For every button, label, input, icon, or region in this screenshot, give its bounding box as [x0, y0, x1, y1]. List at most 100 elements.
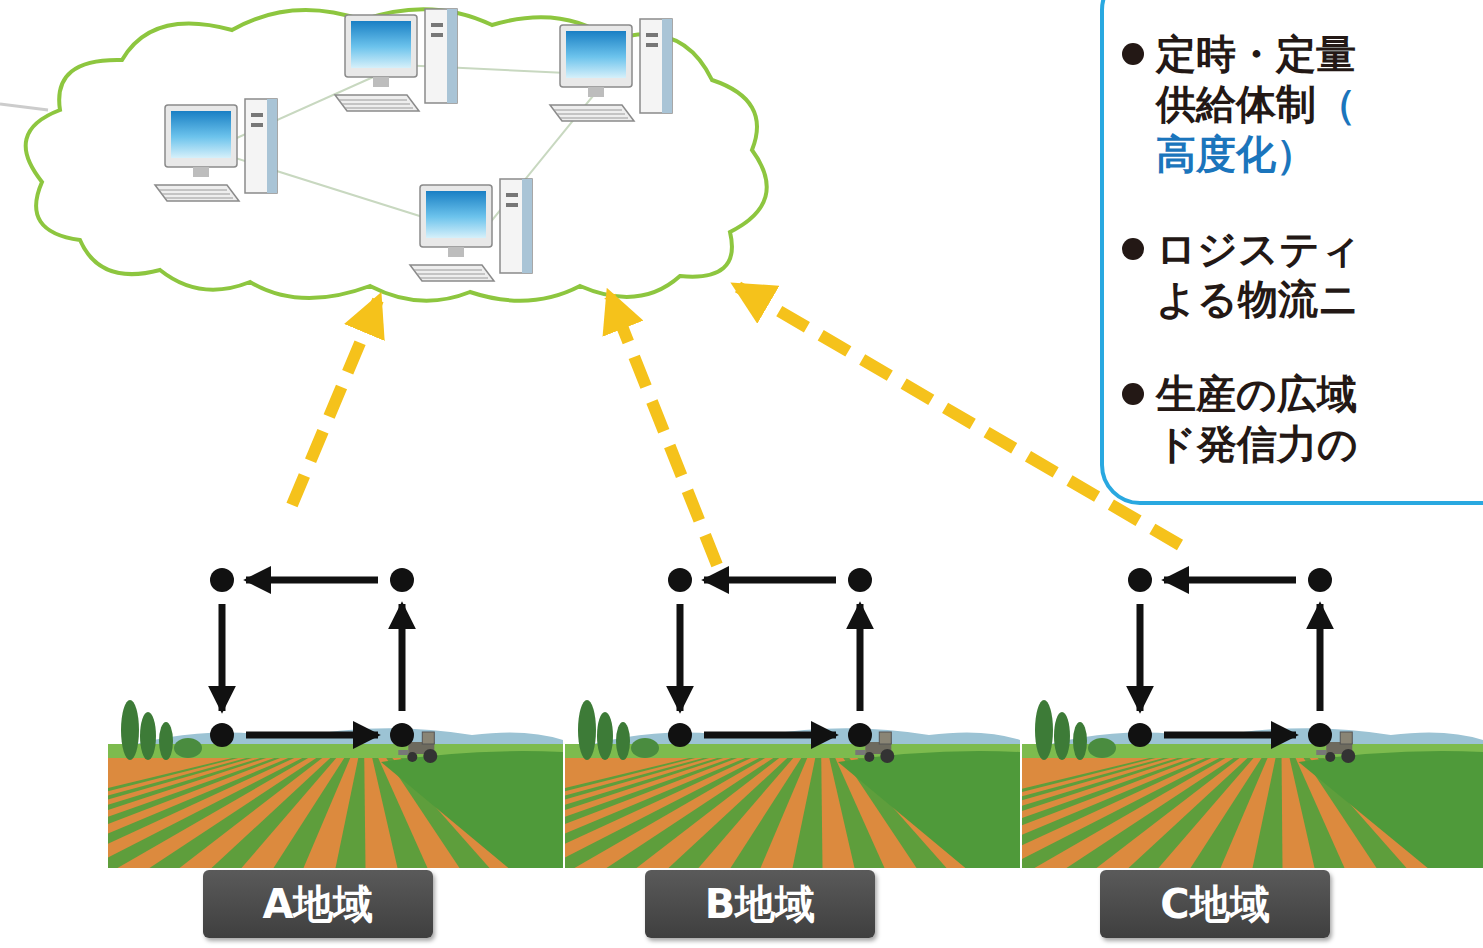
bullet-dot [1122, 238, 1144, 260]
keyboard-keys [345, 108, 413, 109]
monitor [560, 25, 632, 87]
cloud-outline [26, 9, 767, 301]
cycle-arrow [399, 604, 406, 711]
bullet-item: 生産の広域 ド発信力の [1156, 369, 1380, 469]
computer-icon [335, 9, 457, 111]
monitor-screen [351, 21, 411, 68]
tower-drive [431, 23, 443, 27]
farm-landscape [565, 700, 1020, 868]
region-name: A地域 [263, 877, 374, 932]
monitor-screen [426, 191, 486, 238]
green-slope [381, 751, 563, 868]
monitor [345, 15, 417, 77]
cycle-arrow [704, 732, 836, 739]
tractor-wheel [1341, 749, 1355, 763]
cypress-tree [1035, 700, 1053, 760]
green-slope [1299, 751, 1483, 868]
keyboard-keys [554, 110, 622, 111]
computer-tower [640, 19, 672, 113]
keyboard [155, 185, 239, 201]
tractor-wheel [880, 749, 894, 763]
monitor-stand [588, 87, 604, 97]
crop-row [336, 758, 366, 868]
tower-drive [431, 33, 443, 37]
callout-box: 定時・定量 供給体制（ 高度化） ロジスティ よる物流ニ生産の広域 ド発信力の [1100, 0, 1483, 505]
cypress-tree [578, 700, 596, 760]
cycle-dot [1128, 568, 1152, 592]
cycle-dot [848, 568, 872, 592]
region-label: C地域 [1100, 870, 1330, 938]
cycle-dot [668, 568, 692, 592]
computer-icon [550, 19, 672, 121]
keyboard-keys [342, 104, 410, 105]
cypress-tree [1073, 722, 1087, 760]
tower-drive [506, 203, 518, 207]
cypress-tree [121, 700, 139, 760]
cycle-arrow [246, 577, 378, 584]
bullet-dot [1122, 43, 1144, 65]
tractor-cab [879, 732, 891, 744]
cypress-tree [1054, 712, 1070, 760]
keyboard-keys [557, 114, 625, 115]
bullet-item: 定時・定量 供給体制（ 高度化） [1156, 29, 1380, 179]
monitor-stand [193, 167, 209, 177]
tower-drive [506, 193, 518, 197]
cycle [1128, 568, 1332, 747]
monitor [165, 105, 237, 167]
keyboard-keys [414, 270, 482, 271]
cycle [668, 568, 872, 747]
tower-side [267, 99, 277, 193]
cycle-arrow [677, 604, 684, 711]
tractor-cab [422, 732, 434, 744]
cypress-tree [159, 722, 173, 760]
computer-icon [410, 179, 532, 281]
cycle [210, 568, 414, 747]
computer-icon [155, 99, 277, 201]
cypress-tree [597, 712, 613, 760]
keyboard-keys [420, 278, 488, 279]
cycle-dot [668, 723, 692, 747]
keyboard-keys [159, 190, 227, 191]
computer-tower [500, 179, 532, 273]
tractor-tool [398, 750, 408, 755]
cycle-arrow [1137, 604, 1144, 711]
data-arrow [610, 296, 717, 565]
monitor-screen [171, 111, 231, 158]
region-label: A地域 [203, 870, 433, 938]
bush [631, 738, 659, 758]
cycle-arrow [1317, 604, 1324, 711]
crop-row [793, 758, 823, 868]
keyboard [410, 265, 494, 281]
cycle-dot [848, 723, 872, 747]
cypress-tree [140, 712, 156, 760]
keyboard [550, 105, 634, 121]
computer-tower [245, 99, 277, 193]
keyboard-keys [560, 118, 628, 119]
tractor-wheel [407, 752, 417, 762]
tower-drive [646, 33, 658, 37]
computer-tower [425, 9, 457, 103]
cycle-arrow [219, 604, 226, 711]
bullet-text: ロジスティ よる物流ニ [1156, 226, 1361, 322]
tower-drive [251, 113, 263, 117]
cycle-dot [390, 723, 414, 747]
cycle-arrow [704, 577, 836, 584]
cypress-tree [616, 722, 630, 760]
tractor-wheel [864, 752, 874, 762]
crop-row [731, 758, 808, 868]
cycle-arrow [246, 732, 378, 739]
data-arrow [292, 300, 378, 505]
network-line [0, 104, 48, 110]
tower-side [447, 9, 457, 103]
bullet-dot [1122, 383, 1144, 405]
cycle-dot [210, 723, 234, 747]
tractor-tool [1316, 750, 1326, 755]
tractor-wheel [423, 749, 437, 763]
tower-drive [251, 123, 263, 127]
bush [174, 738, 202, 758]
tractor-wheel [1325, 752, 1335, 762]
bush [1088, 738, 1116, 758]
region-name: C地域 [1160, 877, 1269, 932]
cycle-dot [210, 568, 234, 592]
